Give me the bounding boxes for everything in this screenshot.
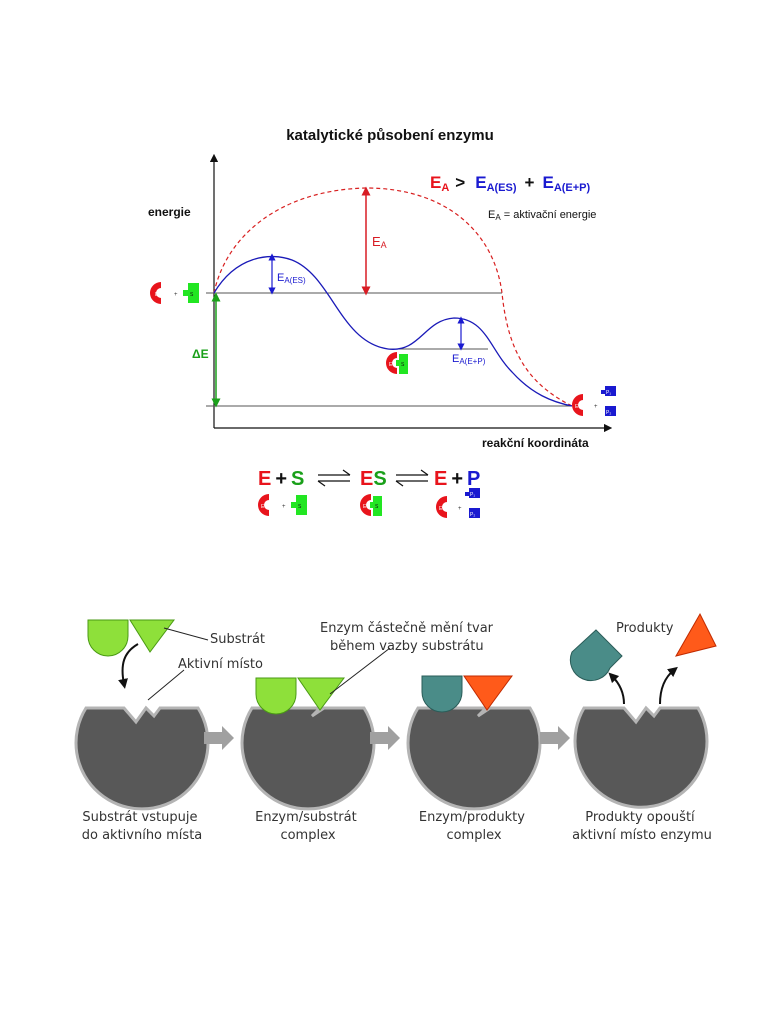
svg-text:E+P: E+P bbox=[434, 468, 480, 490]
process-arrow-3 bbox=[540, 726, 570, 750]
svg-text:E: E bbox=[261, 504, 265, 510]
substrate-pieces-stage-1 bbox=[87, 619, 175, 657]
uncatalyzed-curve bbox=[213, 187, 573, 407]
caption-stage-3: Enzym/produkty complex bbox=[419, 810, 529, 843]
substrate-semicircle bbox=[87, 619, 129, 657]
ea-arrow-label: E bbox=[372, 234, 381, 249]
enzyme-icon bbox=[150, 282, 161, 304]
eq-product: P bbox=[467, 468, 480, 490]
process-arrow-2 bbox=[370, 726, 400, 750]
es-complex-icon-diagram: E S bbox=[386, 352, 408, 374]
svg-text:E: E bbox=[439, 506, 443, 512]
equilibrium-arrow-2 bbox=[395, 469, 429, 487]
substrat-pointer bbox=[163, 627, 209, 641]
eq-complex-icon: E S bbox=[360, 494, 382, 516]
enzyme-body-3 bbox=[406, 706, 542, 811]
svg-text:+: + bbox=[458, 506, 462, 512]
eq-enzyme: E bbox=[258, 468, 271, 490]
ea-legend: EA>EA(ES)+EA(E+P) bbox=[430, 173, 591, 194]
svg-text:EA: EA bbox=[372, 234, 387, 250]
bound-substrate-semicircle bbox=[255, 677, 297, 715]
svg-text:P₁: P₁ bbox=[606, 390, 611, 396]
product-semicircle bbox=[421, 675, 463, 713]
enzyme-stage-4 bbox=[569, 612, 717, 809]
eq-es-e: E bbox=[360, 468, 373, 490]
lock-key-diagram: Substrát Aktivní místo Enzym částečně mě… bbox=[74, 612, 717, 843]
label-behem-vazby: během vazby substrátu bbox=[330, 639, 484, 654]
label-produkty: Produkty bbox=[616, 621, 674, 636]
curve-arrow-1 bbox=[118, 643, 139, 689]
reaction-equation: E+S ES E+P bbox=[258, 468, 480, 518]
energy-diagram: katalytické působení enzymu energie reak… bbox=[148, 127, 616, 518]
svg-text:+: + bbox=[282, 504, 286, 510]
svg-text:S: S bbox=[375, 504, 379, 510]
stage-captions: Substrát vstupuje do aktivního místa Enz… bbox=[82, 810, 712, 843]
enzyme-stage-3 bbox=[406, 675, 542, 811]
y-axis-label: energie bbox=[148, 205, 191, 219]
product-1-icon bbox=[605, 386, 616, 396]
svg-text:ES: ES bbox=[360, 468, 387, 490]
bound-substrate-triangle bbox=[297, 677, 345, 711]
eq-es-s: S bbox=[373, 468, 386, 490]
svg-text:P₂: P₂ bbox=[606, 410, 611, 416]
svg-text:E+S: E+S bbox=[258, 468, 304, 490]
catalyzed-curve bbox=[213, 255, 573, 407]
ea-es-arrow-label: E bbox=[277, 272, 284, 284]
ea-ep-arrow-label: E bbox=[452, 353, 459, 365]
svg-text:P₂: P₂ bbox=[470, 512, 475, 518]
enzyme-icon-letter: E bbox=[155, 292, 159, 298]
enzyme-product-icon-end: E + P₁ P₂ bbox=[572, 386, 616, 416]
substrate-icon bbox=[188, 283, 199, 303]
caption-stage-4: Produkty opouští aktivní místo enzymu bbox=[572, 810, 712, 843]
eq-substrate: S bbox=[291, 468, 304, 490]
enzyme-body-4 bbox=[573, 705, 709, 809]
substrate-triangle bbox=[129, 619, 175, 653]
label-substrat: Substrát bbox=[210, 632, 265, 647]
eq-es-icons: E + S bbox=[258, 494, 307, 516]
enzyme-body-2 bbox=[240, 706, 376, 811]
svg-text:E: E bbox=[389, 362, 393, 368]
svg-text:EA(E+P): EA(E+P) bbox=[452, 353, 486, 366]
process-arrow-1 bbox=[204, 726, 234, 750]
curve-arrow-release-1 bbox=[608, 672, 625, 705]
curve-arrow-release-2 bbox=[659, 666, 678, 705]
enzym-meni-pointer bbox=[329, 647, 391, 695]
enzyme-substrate-icon-start: E + S bbox=[150, 282, 199, 304]
label-enzym-meni: Enzym částečně mění tvar bbox=[320, 621, 494, 636]
svg-text:E: E bbox=[363, 504, 367, 510]
product-triangle bbox=[463, 675, 513, 711]
svg-text:E: E bbox=[575, 404, 579, 410]
enzyme-stage-1 bbox=[74, 705, 210, 811]
enzyme-stage-2 bbox=[240, 677, 376, 811]
svg-text:+: + bbox=[594, 404, 598, 410]
x-axis-label: reakční koordináta bbox=[482, 436, 589, 450]
caption-stage-1: Substrát vstupuje do aktivního místa bbox=[82, 810, 203, 843]
ea-definition: EA = aktivační energie bbox=[488, 209, 596, 222]
eq-enzyme-2: E bbox=[434, 468, 447, 490]
enzyme-body-1 bbox=[74, 705, 210, 811]
svg-text:S: S bbox=[401, 362, 405, 368]
diagram-title: katalytické působení enzymu bbox=[286, 127, 494, 144]
released-product-triangle bbox=[674, 612, 717, 657]
svg-text:EA(ES): EA(ES) bbox=[277, 272, 306, 285]
delta-e-label: ΔE bbox=[192, 347, 209, 361]
released-product-semicircle bbox=[569, 629, 623, 682]
svg-text:S: S bbox=[298, 504, 302, 510]
caption-stage-2: Enzym/substrát complex bbox=[255, 810, 361, 843]
label-aktivni-misto: Aktivní místo bbox=[178, 657, 263, 672]
eq-ep-icons: E + P₁ P₂ bbox=[436, 488, 480, 518]
aktivni-pointer bbox=[147, 669, 185, 701]
svg-text:+: + bbox=[174, 292, 178, 298]
equilibrium-arrow-1 bbox=[317, 469, 351, 487]
svg-text:S: S bbox=[190, 292, 194, 298]
svg-text:P₁: P₁ bbox=[470, 492, 475, 498]
product-2-icon bbox=[605, 406, 616, 416]
